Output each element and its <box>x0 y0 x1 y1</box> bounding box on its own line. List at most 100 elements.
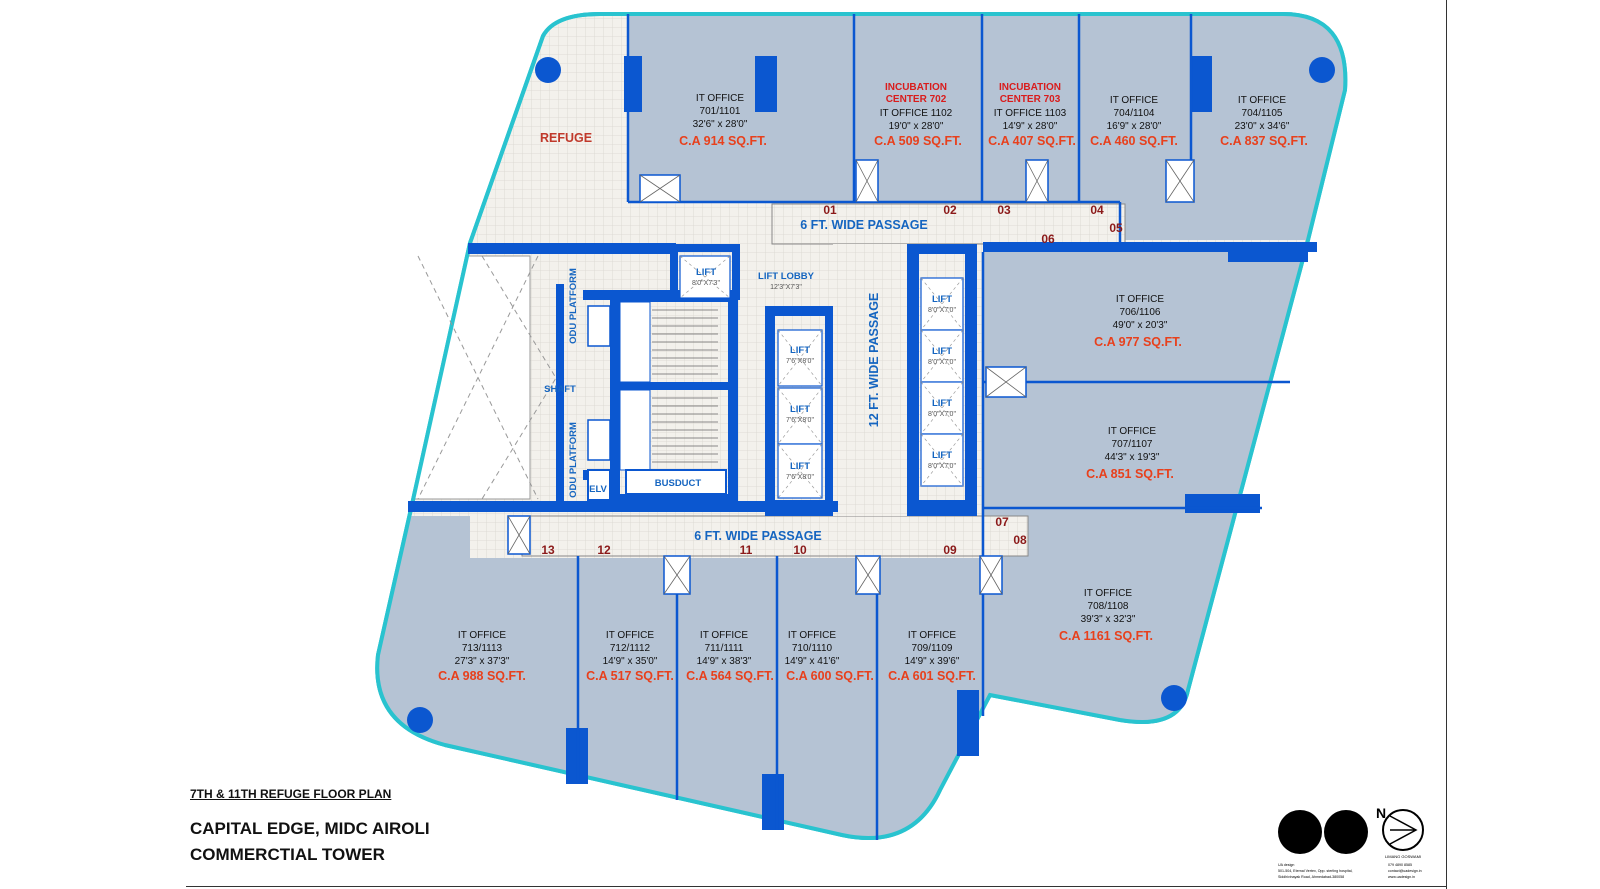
office-area: C.A 988 SQ.FT. <box>438 669 526 683</box>
lift-size: 8'0"X7'0" <box>928 463 956 470</box>
core-wall <box>765 306 833 316</box>
address-line: Siddhivinayak Road, Ahmedabad-380058 <box>1278 875 1344 879</box>
office-area: C.A 460 SQ.FT. <box>1090 134 1178 148</box>
elv-label: ELV <box>589 484 607 495</box>
lift-car-2 <box>777 329 823 387</box>
office-area: C.A 601 SQ.FT. <box>888 669 976 683</box>
office-number: 704/1105 <box>1242 108 1283 119</box>
door-number: 01 <box>823 203 837 217</box>
designer-name: LIMANG GOSWAMI <box>1385 854 1421 859</box>
office-area: C.A 517 SQ.FT. <box>586 669 674 683</box>
wall <box>1228 242 1308 262</box>
office-label: IT OFFICE <box>908 630 956 641</box>
office-size: 14'9" x 35'0" <box>603 656 658 667</box>
column-icon <box>407 707 433 733</box>
lift-size: 7'6"X8'0" <box>786 474 814 481</box>
office-area: C.A 509 SQ.FT. <box>874 134 962 148</box>
office-area: C.A 977 SQ.FT. <box>1094 335 1182 349</box>
elv-box <box>587 469 611 501</box>
lift-size: 8'0"X7'0" <box>928 359 956 366</box>
lift-car-3 <box>777 387 823 445</box>
incubation-label: INCUBATION <box>885 82 947 93</box>
building-outline-stroke <box>375 12 1348 840</box>
door-number: 12 <box>597 543 611 557</box>
lift-label: LIFT <box>932 346 952 357</box>
column-icon <box>1309 57 1335 83</box>
cubicle-cross <box>507 159 1195 595</box>
office-area: C.A 407 SQ.FT. <box>988 134 1076 148</box>
office-size: 32'6" x 28'0" <box>693 119 748 130</box>
shaft-area <box>409 255 531 500</box>
door-number: 08 <box>1013 533 1027 547</box>
office-size: 16'9" x 28'0" <box>1107 121 1162 132</box>
address-line: UA design <box>1278 863 1294 867</box>
core-wall <box>965 244 977 516</box>
wall <box>762 774 784 830</box>
odu-platform-label: ODU PLATFORM <box>568 268 579 344</box>
wall <box>755 56 777 112</box>
core-wall <box>620 494 728 506</box>
door-number: 10 <box>793 543 807 557</box>
door-number: 13 <box>541 543 555 557</box>
core-wall <box>765 500 833 516</box>
core-wall <box>670 244 678 300</box>
office-size: 14'9" x 28'0" <box>1003 121 1058 132</box>
door-number: 11 <box>740 543 753 557</box>
office-size: 49'0" x 20'3" <box>1113 320 1168 331</box>
office-number: 712/1112 <box>610 643 651 654</box>
busduct-label: BUSDUCT <box>655 478 702 489</box>
core-wall <box>728 290 738 506</box>
shaft-cross <box>417 255 557 500</box>
wall <box>957 690 979 756</box>
stair-strip <box>619 389 651 471</box>
office-zone-705 <box>1120 14 1346 240</box>
contact-line: www.uadesign.in <box>1388 875 1415 879</box>
office-area: C.A 564 SQ.FT. <box>686 669 774 683</box>
lift-label: LIFT <box>696 267 716 278</box>
office-zone-706 <box>983 252 1346 382</box>
office-label: IT OFFICE <box>1108 426 1156 437</box>
office-label: IT OFFICE <box>700 630 748 641</box>
passage-vertical <box>833 244 907 516</box>
office-label: IT OFFICE <box>606 630 654 641</box>
lift-car-4 <box>777 443 823 499</box>
wall <box>1190 56 1212 112</box>
lift-size: 7'6"X8'0" <box>786 358 814 365</box>
office-label: IT OFFICE 1103 <box>994 108 1067 119</box>
office-area: C.A 837 SQ.FT. <box>1220 134 1308 148</box>
office-size: 39'3" x 32'3" <box>1081 614 1136 625</box>
office-number: 707/1107 <box>1112 439 1153 450</box>
passage-vertical-label: 12 FT. WIDE PASSAGE <box>867 293 881 428</box>
office-number: 708/1108 <box>1088 601 1129 612</box>
lift-label: LIFT <box>932 450 952 461</box>
core-wall <box>907 244 919 516</box>
core-wall <box>556 284 564 506</box>
office-size: 27'3" x 37'3" <box>455 656 510 667</box>
office-label: IT OFFICE <box>1116 294 1164 305</box>
office-number: 709/1109 <box>912 643 953 654</box>
contact-line: contact@uadesign.in <box>1388 869 1422 873</box>
lift-label: LIFT <box>790 345 810 356</box>
core-wall <box>583 290 610 300</box>
door-number: 03 <box>997 203 1011 217</box>
office-area: C.A 1161 SQ.FT. <box>1059 629 1153 643</box>
core-wall <box>610 290 620 506</box>
address-line: 501-504, Eternal Vertex, Opp. sterling h… <box>1278 869 1353 873</box>
office-number: 704/1104 <box>1114 108 1155 119</box>
office-area: C.A 600 SQ.FT. <box>786 669 874 683</box>
wall <box>468 243 676 254</box>
door-number: 06 <box>1041 232 1055 246</box>
lift-size: 8'0"X7'3" <box>692 280 720 287</box>
incubation-label: INCUBATION <box>999 82 1061 93</box>
lift-size: 7'6"X8'0" <box>786 417 814 424</box>
north-label: N <box>1376 808 1386 821</box>
office-number: 706/1106 <box>1120 307 1161 318</box>
office-size: 19'0" x 28'0" <box>889 121 944 132</box>
office-zone-south <box>377 558 983 838</box>
lift-label: LIFT <box>790 404 810 415</box>
door-number: 05 <box>1109 221 1123 235</box>
drawing-subtitle: 7TH & 11TH REFUGE FLOOR PLAN <box>190 787 392 801</box>
designer-logo: N LIMANG GOSWAMI UA design 501-504, Eter… <box>1278 808 1424 879</box>
refuge-label: REFUGE <box>540 131 592 145</box>
column-icon <box>1161 685 1187 711</box>
